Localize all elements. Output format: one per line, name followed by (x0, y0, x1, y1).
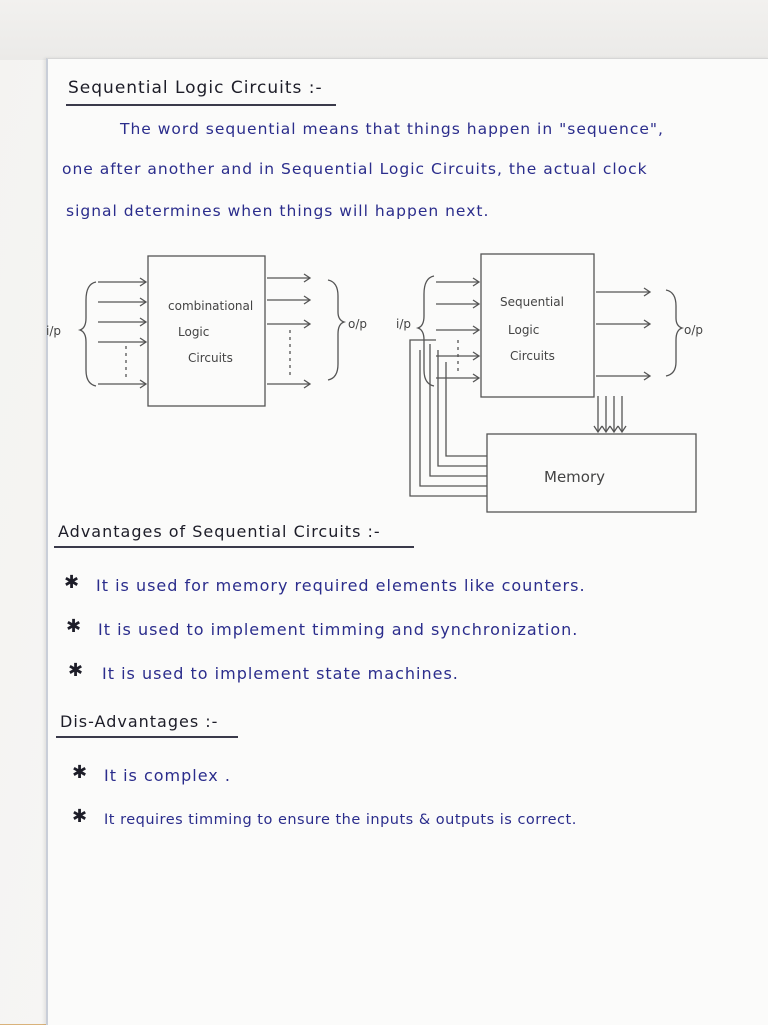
left-block-line-2: Logic (178, 325, 209, 339)
bullet-star-icon: ✱ (72, 806, 89, 827)
advantage-item-2: It is used to implement timming and sync… (98, 620, 579, 639)
memory-block (486, 433, 697, 513)
left-block-line-1: combinational (168, 299, 253, 313)
disadvantages-underline (56, 736, 238, 738)
combinational-block (147, 255, 266, 407)
previous-page-edge (0, 0, 768, 60)
disadvantage-item-1: It is complex . (104, 766, 231, 785)
right-block-line-1: Sequential (500, 295, 564, 309)
bullet-star-icon: ✱ (72, 762, 89, 783)
disadvantage-item-2: It requires timming to ensure the inputs… (104, 812, 577, 828)
right-block-line-2: Logic (508, 323, 539, 337)
page-title: Sequential Logic Circuits :- (68, 78, 323, 98)
sequential-block (480, 253, 595, 398)
right-block-line-3: Circuits (510, 349, 555, 363)
left-output-label: o/p (348, 317, 367, 331)
advantage-item-1: It is used for memory required elements … (96, 576, 586, 595)
advantages-underline (54, 546, 414, 548)
bullet-star-icon: ✱ (64, 572, 81, 593)
intro-line-1: The word sequential means that things ha… (120, 120, 664, 138)
title-underline (66, 104, 336, 106)
bullet-star-icon: ✱ (68, 660, 85, 681)
right-input-label: i/p (396, 317, 411, 331)
left-input-label: i/p (46, 324, 61, 338)
left-block-line-3: Circuits (188, 351, 233, 365)
intro-line-2: one after another and in Sequential Logi… (62, 160, 648, 178)
intro-line-3: signal determines when things will happe… (66, 202, 490, 220)
disadvantages-heading: Dis-Advantages :- (60, 712, 219, 731)
memory-label: Memory (544, 468, 605, 486)
notebook-sheet (46, 58, 768, 1025)
right-output-label: o/p (684, 323, 703, 337)
advantages-heading: Advantages of Sequential Circuits :- (58, 522, 381, 541)
bullet-star-icon: ✱ (66, 616, 83, 637)
advantage-item-3: It is used to implement state machines. (102, 664, 459, 683)
